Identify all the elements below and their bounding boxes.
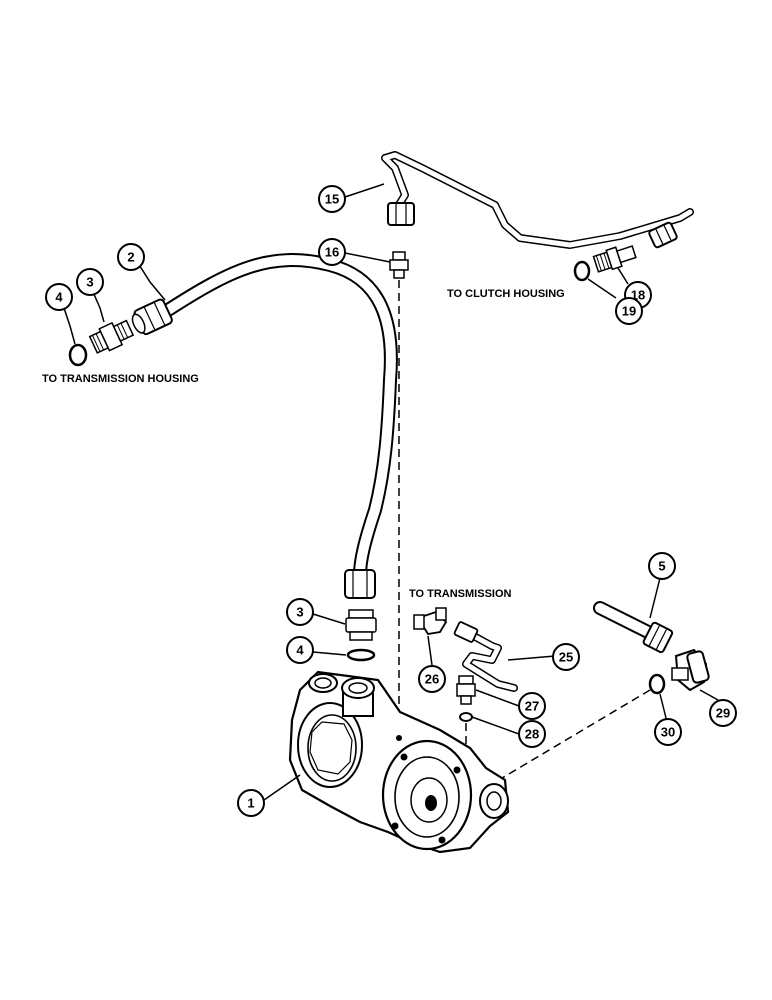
svg-text:27: 27 (525, 699, 539, 714)
callout-26: 26 (418, 665, 446, 693)
clutch-tube-15 (381, 151, 694, 249)
svg-text:1: 1 (247, 796, 254, 811)
washer-28 (459, 712, 473, 722)
callout-28: 28 (518, 720, 546, 748)
svg-text:28: 28 (525, 727, 539, 742)
leader-lines (62, 183, 719, 801)
callout-4-upper: 4 (45, 283, 73, 311)
assembly-line-30 (486, 689, 651, 788)
callout-29: 29 (709, 699, 737, 727)
svg-text:16: 16 (325, 245, 339, 260)
svg-text:29: 29 (716, 706, 730, 721)
washer-4-upper (68, 343, 88, 367)
svg-text:15: 15 (325, 192, 339, 207)
label-to-clutch-housing: TO CLUTCH HOUSING (447, 288, 565, 300)
fitting-27 (456, 675, 476, 705)
tube-25 (453, 621, 518, 692)
svg-text:4: 4 (55, 290, 63, 305)
svg-text:30: 30 (661, 725, 675, 740)
svg-text:3: 3 (296, 605, 303, 620)
callout-16: 16 (318, 238, 346, 266)
callout-1: 1 (237, 789, 265, 817)
tube-2 (131, 253, 398, 599)
callout-25: 25 (552, 643, 580, 671)
elbow-29 (671, 648, 710, 692)
callout-3-upper: 3 (76, 268, 104, 296)
callout-2: 2 (117, 243, 145, 271)
washer-4-lower (346, 648, 376, 662)
svg-text:26: 26 (425, 672, 439, 687)
callout-27: 27 (518, 692, 546, 720)
label-to-transmission-housing: TO TRANSMISSION HOUSING (42, 373, 199, 385)
svg-text:3: 3 (86, 275, 93, 290)
callout-5: 5 (648, 552, 676, 580)
washer-30 (648, 673, 666, 695)
elbow-26 (413, 607, 448, 635)
fitting-18 (592, 245, 637, 273)
svg-text:19: 19 (622, 304, 636, 319)
tube-5 (593, 601, 674, 654)
callout-15: 15 (318, 185, 346, 213)
svg-text:25: 25 (559, 650, 573, 665)
fitting-3-lower (345, 609, 377, 641)
svg-text:4: 4 (296, 643, 304, 658)
callout-3-lower: 3 (286, 598, 314, 626)
callout-19: 19 (615, 297, 643, 325)
fitting-16 (389, 251, 409, 279)
callout-30: 30 (654, 718, 682, 746)
fitting-3-upper (88, 319, 135, 354)
label-to-transmission: TO TRANSMISSION (409, 588, 512, 600)
svg-text:2: 2 (127, 250, 134, 265)
svg-text:5: 5 (658, 559, 665, 574)
callout-4-lower: 4 (286, 636, 314, 664)
housing-1 (288, 670, 510, 854)
washer-19 (573, 260, 591, 282)
